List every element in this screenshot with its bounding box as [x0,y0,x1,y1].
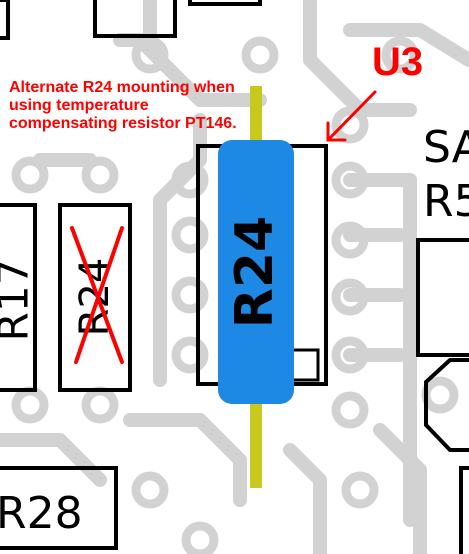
r17-label: R17 [0,259,38,342]
r24-resistor-body: R24 [218,140,294,404]
strike-out-mark [70,226,124,364]
u3-callout-label: U3 [372,40,424,84]
alternate-r24-outline [58,203,132,392]
right-partial-label-bottom: R5 [423,176,469,227]
silkscreen-labels: R17 R24 R28 SA R5 [0,122,469,539]
alternate-r24-label: R24 [72,258,118,337]
r28-label: R28 [0,488,83,539]
pads [11,36,459,554]
right-partial-label-top: SA [423,122,469,173]
r28-outline [0,466,118,550]
mounting-note: Alternate R24 mounting when using temper… [9,79,237,132]
resistor-leads [250,86,262,488]
callout-arrow [326,90,377,142]
r24-body-label: R24 [225,216,285,328]
